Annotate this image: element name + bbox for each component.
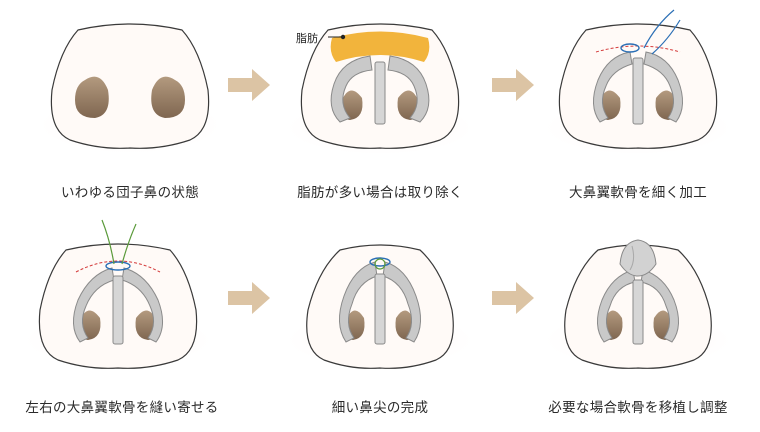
caption-step-5: 細い鼻尖の完成	[331, 400, 429, 416]
caption-step-4: 左右の大鼻翼軟骨を縫い寄せる	[25, 400, 219, 416]
suture-thread	[643, 9, 681, 55]
panel-1-dumpling-nose	[35, 23, 225, 155]
panel-3-trim-cartilage	[540, 9, 736, 156]
suture-loop	[620, 43, 640, 53]
cartilage-graft	[619, 239, 657, 277]
left-nostril	[75, 76, 109, 118]
right-cartilage	[387, 55, 430, 123]
panel-2-fat-removal	[282, 23, 478, 156]
left-cartilage	[330, 55, 373, 123]
arrow-3	[228, 282, 270, 314]
caption-step-2: 脂肪が多い場合は取り除く	[297, 185, 463, 201]
suture-thread	[101, 219, 137, 265]
tip-knot	[374, 258, 386, 270]
panel-5-refined-tip	[282, 244, 478, 369]
panel-4-suture-cartilages	[20, 219, 216, 369]
fat-label: 脂肪	[296, 32, 318, 45]
caption-step-1: いわゆる団子鼻の状態	[61, 185, 199, 201]
fat-layer	[330, 31, 430, 62]
arrow-1	[228, 69, 270, 101]
arrow-4	[492, 282, 534, 314]
right-nostril	[151, 76, 185, 118]
arrow-2	[492, 69, 534, 101]
nose-outline	[50, 23, 210, 149]
caption-step-6: 必要な場合軟骨を移植し調整	[548, 400, 728, 416]
septum-cartilage	[374, 61, 386, 125]
caption-step-3: 大鼻翼軟骨を細く加工	[569, 185, 707, 201]
panel-6-cartilage-graft	[540, 239, 736, 369]
